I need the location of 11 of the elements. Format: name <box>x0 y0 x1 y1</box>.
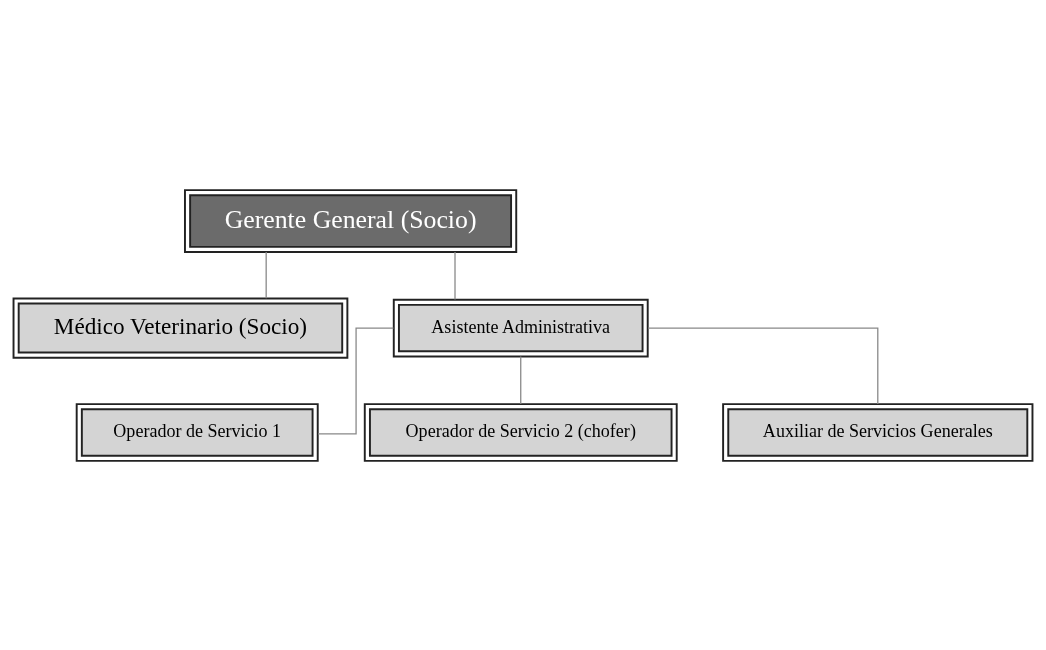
node-box: Gerente General (Socio) <box>184 188 518 253</box>
node-box: Auxiliar de Servicios Generales <box>722 402 1034 462</box>
node-box: Asistente Administrativa <box>392 298 649 357</box>
connector <box>317 326 395 434</box>
connector <box>454 250 456 300</box>
connector <box>647 326 879 405</box>
node-box: Médico Veterinario (Socio) <box>12 296 349 359</box>
node-box: Operador de Servicio 1 <box>75 402 319 462</box>
connector <box>520 355 522 405</box>
node-box: Operador de Servicio 2 (chofer) <box>363 402 678 462</box>
connector <box>265 250 267 299</box>
